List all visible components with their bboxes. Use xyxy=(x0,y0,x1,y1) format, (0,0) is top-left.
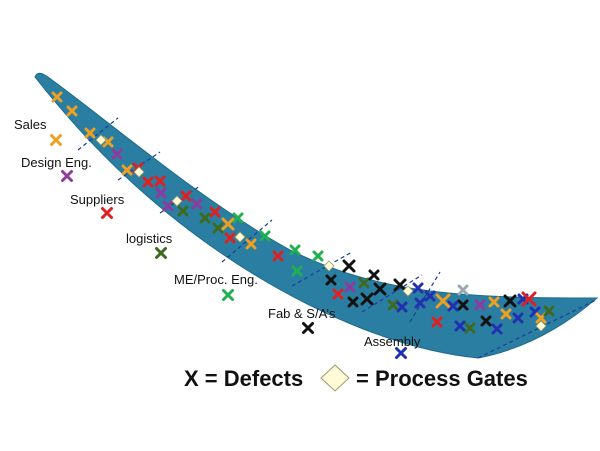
department-mark xyxy=(395,347,407,359)
department-mark xyxy=(50,134,62,146)
department-labels: Sales Design Eng. Suppliers logistics ME… xyxy=(14,117,421,349)
stage-boundary-line xyxy=(477,299,597,359)
defect-mark xyxy=(512,312,524,324)
defect-mark xyxy=(457,284,469,296)
stage-boundary-line xyxy=(221,219,273,263)
defect-mark xyxy=(500,308,512,320)
defect-mark xyxy=(289,244,301,256)
department-mark xyxy=(155,247,167,259)
defect-mark xyxy=(373,282,387,296)
defect-mark xyxy=(180,190,192,202)
process-gate xyxy=(535,320,547,332)
defect-mark xyxy=(424,290,436,302)
defect-mark xyxy=(272,250,284,262)
label-assembly: Assembly xyxy=(364,334,421,349)
defect-mark xyxy=(199,212,211,224)
defect-mark xyxy=(344,281,356,293)
label-suppliers: Suppliers xyxy=(70,192,125,207)
defect-mark xyxy=(111,148,123,160)
defect-mark xyxy=(191,198,203,210)
defect-mark xyxy=(224,232,236,244)
stage-boundary-line xyxy=(117,151,161,181)
defect-mark xyxy=(457,299,469,311)
defect-mark xyxy=(121,164,133,176)
process-gate xyxy=(171,195,183,207)
defect-mark xyxy=(387,299,399,311)
legend-gate-icon xyxy=(320,364,350,392)
defect-mark xyxy=(155,187,167,199)
defect-mark xyxy=(232,212,244,224)
defect-mark xyxy=(521,291,537,307)
department-mark xyxy=(302,322,314,334)
defect-mark xyxy=(84,127,96,139)
defect-mark xyxy=(447,300,459,312)
process-gate xyxy=(323,260,335,272)
stage-boundary-line xyxy=(291,251,353,287)
process-gate xyxy=(234,231,246,243)
defect-mark xyxy=(396,301,408,313)
process-gate xyxy=(95,134,107,146)
defect-mark xyxy=(177,205,189,217)
defect-mark xyxy=(412,282,424,294)
defect-mark xyxy=(393,278,407,292)
defect-mark xyxy=(312,250,324,262)
defect-mark xyxy=(291,265,303,277)
defect-mark xyxy=(142,176,154,188)
defect-mark xyxy=(154,175,166,187)
department-marks xyxy=(50,134,407,359)
stage-boundary-line xyxy=(77,117,119,151)
defect-mark xyxy=(209,206,221,218)
defect-mark xyxy=(259,230,271,242)
defect-mark xyxy=(221,217,235,231)
defect-mark xyxy=(360,292,374,306)
defect-mark xyxy=(435,293,451,309)
defect-mark xyxy=(503,294,517,308)
label-logistics: logistics xyxy=(126,231,173,246)
defect-mark xyxy=(491,323,503,335)
defect-mark xyxy=(212,222,224,234)
defect-mark xyxy=(464,322,476,334)
process-gate xyxy=(133,166,145,178)
defect-mark xyxy=(245,238,257,250)
legend-gates-label: = Process Gates xyxy=(356,366,528,391)
department-mark xyxy=(61,170,73,182)
defect-mark xyxy=(454,320,466,332)
defect-mark xyxy=(480,315,492,327)
label-sales: Sales xyxy=(14,117,47,132)
department-mark xyxy=(101,207,113,219)
label-fab-sa: Fab & S/A’s xyxy=(268,306,336,321)
defect-mark xyxy=(358,277,370,289)
defect-mark xyxy=(543,305,555,317)
defect-mark xyxy=(51,91,63,103)
defect-mark xyxy=(342,259,356,273)
stage-boundary-line xyxy=(409,271,441,323)
defect-mark xyxy=(347,296,359,308)
defect-mark xyxy=(332,288,344,300)
label-me-proc-eng: ME/Proc. Eng. xyxy=(174,272,258,287)
process-gates xyxy=(95,134,547,332)
defect-mark xyxy=(488,296,500,308)
defect-mark xyxy=(325,274,337,286)
stage-boundary-line xyxy=(361,274,423,313)
defect-mark xyxy=(431,316,443,328)
legend: X = Defects = Process Gates xyxy=(184,364,528,392)
process-gate xyxy=(402,285,414,297)
defect-mark xyxy=(368,269,380,281)
defect-mark xyxy=(66,105,78,117)
department-mark xyxy=(222,289,234,301)
defect-mark xyxy=(414,297,426,309)
defect-mark xyxy=(474,299,486,311)
legend-defects-label: X = Defects xyxy=(184,366,303,391)
defect-mark xyxy=(162,200,174,212)
label-design-eng: Design Eng. xyxy=(21,155,92,170)
